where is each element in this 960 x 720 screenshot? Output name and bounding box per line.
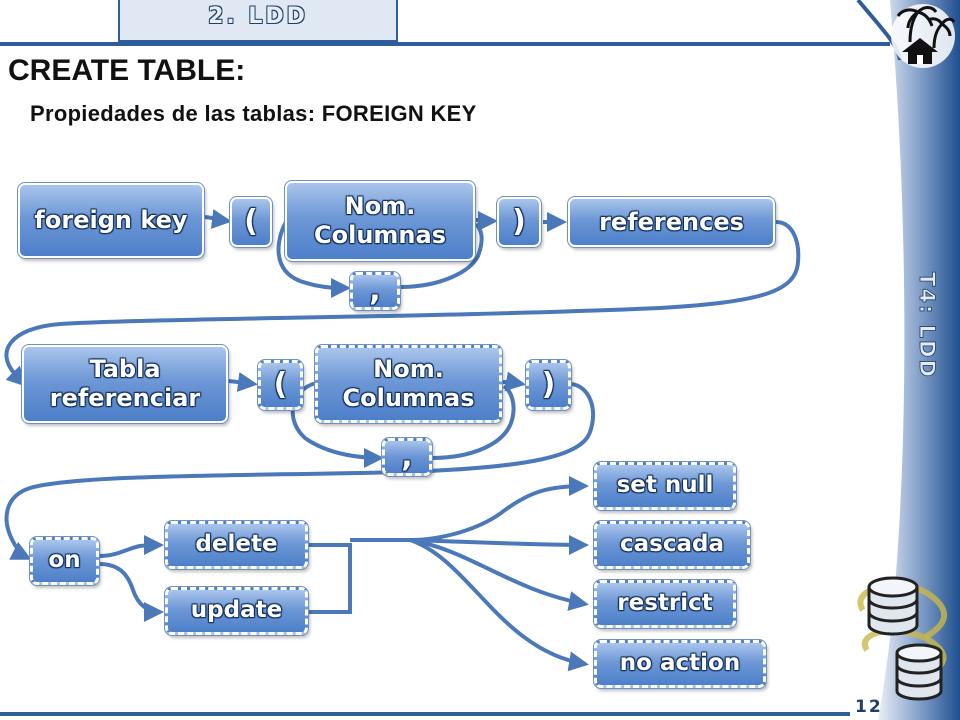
delete-node: delete (164, 520, 309, 570)
close-paren-node-2: ) (525, 359, 572, 411)
columns-node: Nom. Columnas (284, 180, 476, 262)
page-number: 12 (855, 697, 883, 717)
section-tab: 2. LDD (118, 0, 398, 42)
header-rule (0, 42, 890, 46)
columns-node-2: Nom. Columnas (314, 344, 503, 424)
footer-rule (0, 712, 850, 716)
on-node: on (29, 536, 100, 586)
comma-node: , (349, 271, 401, 311)
vertical-tab-label: T4: LDD (915, 272, 940, 380)
referenced-table-node: Tabla referenciar (21, 344, 229, 424)
update-node: update (164, 586, 309, 636)
foreign-key-node: foreign key (17, 182, 205, 259)
database-icon (857, 576, 948, 701)
restrict-node: restrict (593, 579, 737, 629)
diagram-connectors (4, 209, 801, 672)
open-paren-node: ( (229, 196, 273, 248)
no-action-node: no action (593, 639, 767, 689)
open-paren-node-2: ( (257, 359, 304, 411)
palm-house-icon (891, 4, 956, 68)
slide-subtitle: Propiedades de las tablas: FOREIGN KEY (30, 101, 477, 126)
set-null-node: set null (593, 461, 737, 511)
slide-title: CREATE TABLE: (8, 54, 246, 87)
close-paren-node: ) (496, 196, 542, 248)
references-node: references (567, 196, 776, 248)
cascada-node: cascada (593, 520, 751, 570)
vertical-tab-text: T4: LDD (915, 272, 939, 379)
comma-node-2: , (381, 437, 433, 477)
section-tab-label: 2. LDD (208, 4, 308, 29)
